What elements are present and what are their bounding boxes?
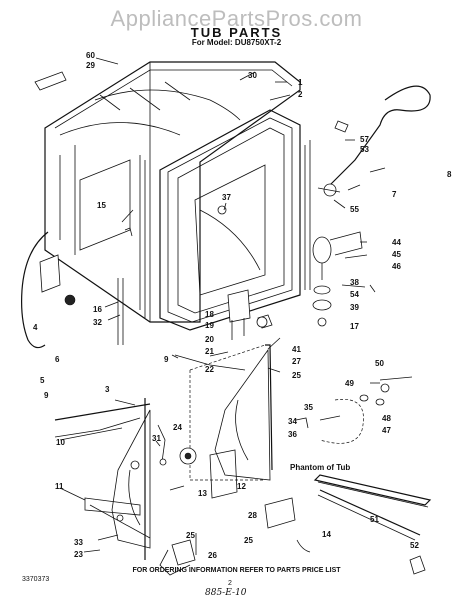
callout-39: 39 — [350, 303, 359, 312]
callout-12: 12 — [237, 482, 246, 491]
callout-1: 1 — [298, 78, 303, 87]
callout-35: 35 — [304, 403, 313, 412]
float-assembly — [312, 231, 376, 327]
callout-14: 14 — [322, 530, 331, 539]
callout-17: 17 — [350, 322, 359, 331]
kick-plate — [313, 474, 432, 575]
callout-3: 3 — [105, 385, 110, 394]
callout-27: 27 — [292, 357, 301, 366]
callout-45: 45 — [392, 250, 401, 259]
callout-6: 6 — [55, 355, 60, 364]
callout-60: 60 — [86, 51, 95, 60]
phantom-label: Phantom of Tub — [290, 463, 350, 472]
callout-23: 23 — [74, 550, 83, 559]
callout-2: 2 — [298, 90, 303, 99]
callout-53: 53 — [360, 145, 369, 154]
callout-50: 50 — [375, 359, 384, 368]
door-gasket — [159, 109, 311, 331]
callout-10: 10 — [56, 438, 65, 447]
callout-19: 19 — [205, 321, 214, 330]
callout-48: 48 — [382, 414, 391, 423]
door-hinge-left — [84, 398, 151, 560]
callout-37: 37 — [222, 193, 231, 202]
callout-25: 25 — [292, 371, 301, 380]
callout-49: 49 — [345, 379, 354, 388]
callout-7: 7 — [392, 190, 397, 199]
callout-22: 22 — [205, 365, 214, 374]
left-parts — [21, 71, 133, 349]
handwritten-note: 885-E-10 — [205, 588, 247, 598]
callout-25b: 25 — [244, 536, 253, 545]
callout-28: 28 — [248, 511, 257, 520]
door-hinge-right — [157, 344, 273, 499]
callout-41: 41 — [292, 345, 301, 354]
callout-21: 21 — [205, 347, 214, 356]
callout-labels: 60 29 30 1 2 57 53 8 7 55 15 37 44 45 46… — [33, 51, 452, 560]
callout-54: 54 — [350, 290, 359, 299]
callout-9b: 9 — [44, 391, 49, 400]
callout-4: 4 — [33, 323, 38, 332]
tub-body — [44, 61, 301, 323]
callout-44: 44 — [392, 238, 401, 247]
callout-11: 11 — [55, 482, 64, 491]
callout-36: 36 — [288, 430, 297, 439]
callout-24: 24 — [173, 423, 182, 432]
lower-center-parts — [159, 497, 311, 576]
callout-34: 34 — [288, 417, 297, 426]
callout-29: 29 — [86, 61, 95, 70]
leader-lines — [59, 57, 386, 553]
callout-9: 9 — [164, 355, 169, 364]
part-number: 3370373 — [22, 576, 50, 583]
callout-5: 5 — [40, 376, 45, 385]
callout-38: 38 — [350, 278, 359, 287]
model-label: For Model: DU8750XT-2 — [191, 38, 282, 47]
callout-31: 31 — [152, 434, 161, 443]
diagram-title: TUB PARTS — [190, 25, 283, 40]
callout-13: 13 — [198, 489, 207, 498]
callout-30: 30 — [248, 71, 257, 80]
callout-8: 8 — [447, 170, 452, 179]
callout-51: 51 — [370, 515, 379, 524]
page-number: 2 — [228, 580, 232, 587]
callout-33: 33 — [74, 538, 83, 547]
callout-20: 20 — [205, 335, 214, 344]
callout-55: 55 — [350, 205, 359, 214]
callout-16: 16 — [93, 305, 102, 314]
middle-parts — [59, 205, 273, 441]
right-parts — [295, 376, 413, 444]
callout-26: 26 — [208, 551, 217, 560]
callout-46: 46 — [392, 262, 401, 271]
callout-18: 18 — [205, 310, 214, 319]
inlet-hose — [317, 85, 431, 197]
callout-57: 57 — [360, 135, 369, 144]
callout-47: 47 — [382, 426, 391, 435]
watermark: AppliancePartsPros.com — [110, 6, 363, 31]
callout-32: 32 — [93, 318, 102, 327]
callout-15: 15 — [97, 201, 106, 210]
ordering-note: FOR ORDERING INFORMATION REFER TO PARTS … — [132, 567, 341, 574]
door-link — [54, 403, 151, 438]
callout-52: 52 — [410, 541, 419, 550]
callout-25c: 25 — [186, 531, 195, 540]
